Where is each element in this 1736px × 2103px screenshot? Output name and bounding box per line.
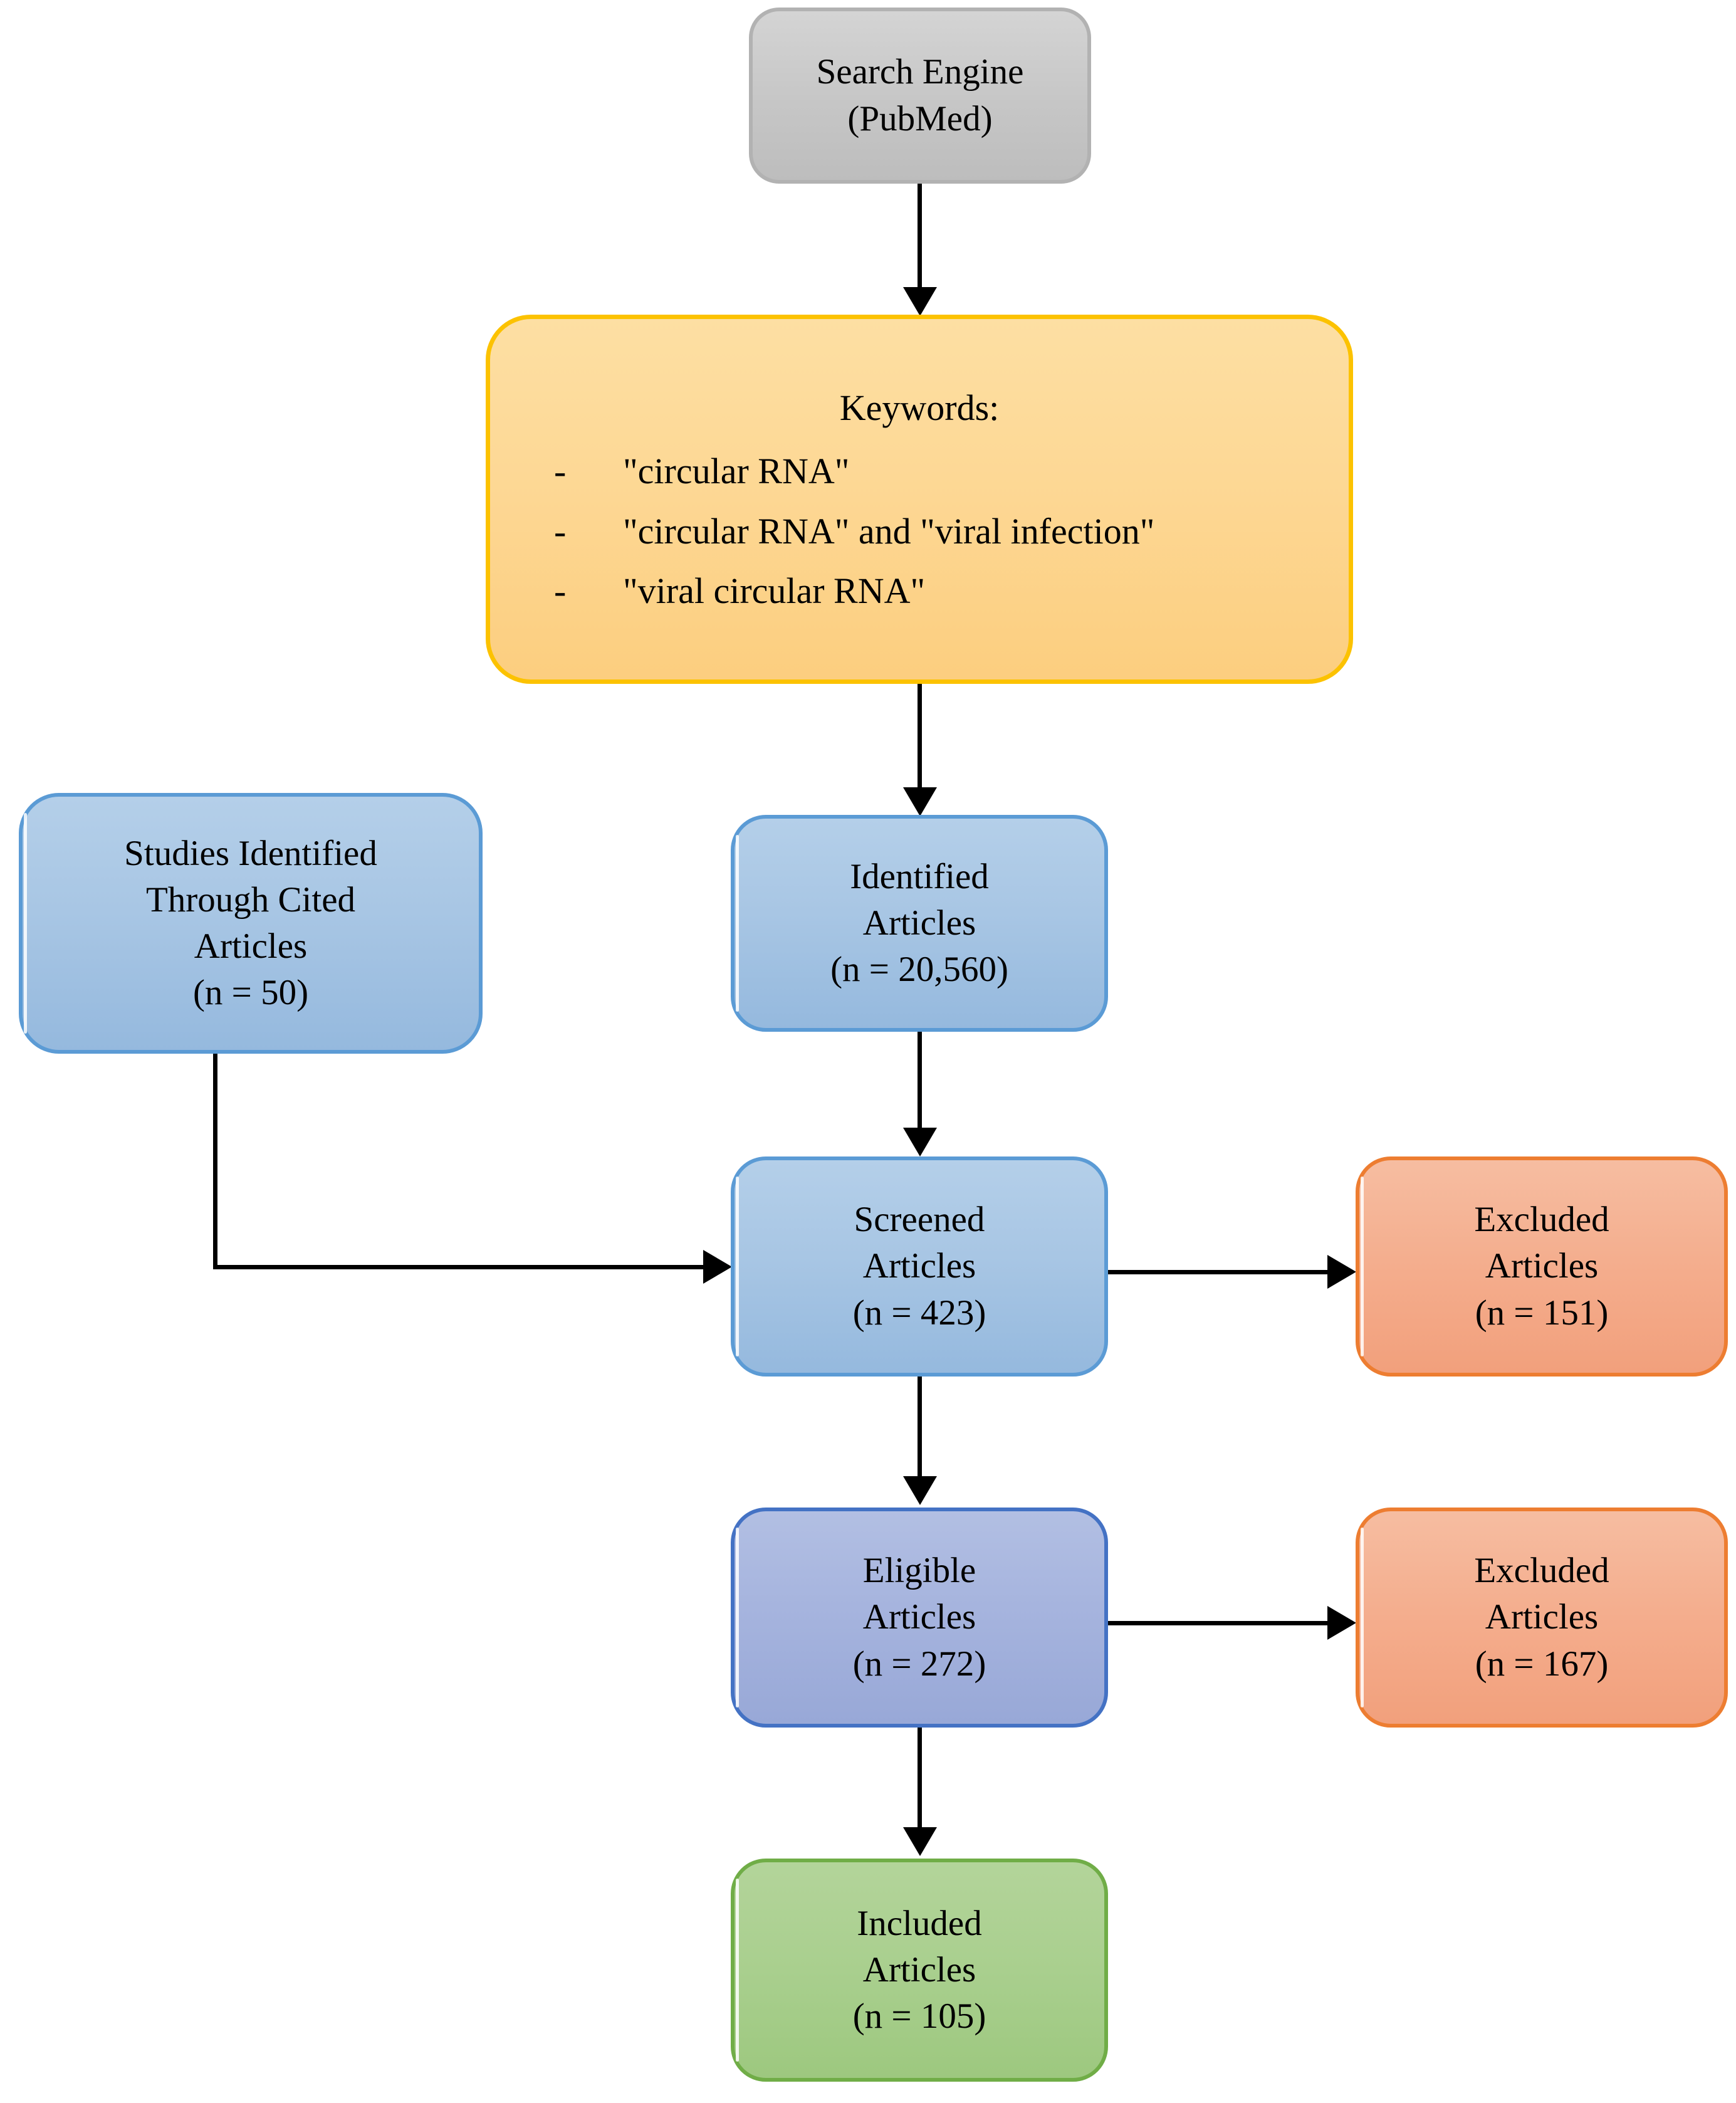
node-search-engine-line-1: Search Engine xyxy=(816,52,1024,92)
edge-line xyxy=(918,1376,922,1479)
edge-line xyxy=(918,683,922,790)
node-cited-studies-line-3: Articles xyxy=(194,926,308,966)
keywords-list-item: - "viral circular RNA" xyxy=(554,567,1324,614)
keywords-item-text: "circular RNA" xyxy=(623,451,850,492)
arrow-head-icon xyxy=(903,287,937,316)
arrow-head-icon xyxy=(903,1476,937,1505)
keywords-list-item: - "circular RNA" and "viral infection" xyxy=(554,508,1324,555)
keywords-item-text: "viral circular RNA" xyxy=(623,570,926,611)
edge-line xyxy=(918,1031,922,1130)
node-cited-studies-line-2: Through Cited xyxy=(145,879,356,920)
arrow-head-icon xyxy=(903,787,937,816)
node-included-articles[interactable]: Included Articles (n = 105) xyxy=(731,1859,1108,2082)
edge-line-horizontal xyxy=(213,1265,708,1269)
node-keywords[interactable]: Keywords: - "circular RNA" - "circular R… xyxy=(486,315,1353,684)
node-included-articles-line-1: Included xyxy=(857,1903,982,1943)
node-search-engine[interactable]: Search Engine (PubMed) xyxy=(749,8,1091,184)
keywords-list: - "circular RNA" - "circular RNA" and "v… xyxy=(515,435,1324,614)
edge-line xyxy=(918,1727,922,1830)
node-excluded-eligible-line-3: (n = 167) xyxy=(1475,1644,1609,1684)
node-eligible-articles-line-1: Eligible xyxy=(862,1551,976,1591)
node-excluded-screened-line-1: Excluded xyxy=(1474,1200,1609,1240)
node-screened-articles[interactable]: Screened Articles (n = 423) xyxy=(731,1156,1108,1377)
node-included-articles-line-2: Articles xyxy=(862,1949,976,1990)
node-search-engine-line-2: (PubMed) xyxy=(847,98,993,139)
node-excluded-screened-line-2: Articles xyxy=(1485,1246,1599,1286)
keywords-list-item: - "circular RNA" xyxy=(554,448,1324,495)
node-excluded-screened-line-3: (n = 151) xyxy=(1475,1293,1609,1333)
node-screened-articles-line-2: Articles xyxy=(862,1246,976,1286)
node-eligible-articles-line-2: Articles xyxy=(862,1597,976,1637)
arrow-head-icon xyxy=(1327,1255,1356,1289)
node-excluded-eligible-line-1: Excluded xyxy=(1474,1551,1609,1591)
node-identified-articles[interactable]: Identified Articles (n = 20,560) xyxy=(731,815,1108,1032)
node-excluded-articles-eligible[interactable]: Excluded Articles (n = 167) xyxy=(1356,1508,1728,1728)
node-excluded-eligible-line-2: Articles xyxy=(1485,1597,1599,1637)
edge-line-vertical xyxy=(213,1053,217,1269)
edge-line xyxy=(1107,1270,1331,1274)
node-excluded-articles-screened[interactable]: Excluded Articles (n = 151) xyxy=(1356,1156,1728,1377)
keywords-title: Keywords: xyxy=(839,387,1000,428)
arrow-head-icon xyxy=(903,1128,937,1156)
node-cited-studies[interactable]: Studies Identified Through Cited Article… xyxy=(19,793,483,1054)
node-identified-articles-line-2: Articles xyxy=(862,903,976,943)
arrow-head-icon xyxy=(903,1827,937,1856)
node-cited-studies-line-1: Studies Identified xyxy=(124,833,377,873)
bullet-dash-icon: - xyxy=(554,451,567,492)
node-cited-studies-line-4: (n = 50) xyxy=(192,973,309,1013)
node-identified-articles-line-1: Identified xyxy=(850,856,989,896)
edge-line xyxy=(918,183,922,290)
node-identified-articles-line-3: (n = 20,560) xyxy=(830,950,1008,990)
node-screened-articles-line-3: (n = 423) xyxy=(852,1293,986,1333)
arrow-head-icon xyxy=(703,1250,732,1284)
arrow-head-icon xyxy=(1327,1606,1356,1640)
edge-line xyxy=(1107,1621,1331,1625)
node-eligible-articles[interactable]: Eligible Articles (n = 272) xyxy=(731,1508,1108,1728)
node-screened-articles-line-1: Screened xyxy=(854,1200,985,1240)
bullet-dash-icon: - xyxy=(554,570,567,611)
bullet-dash-icon: - xyxy=(554,510,567,552)
keywords-item-text: "circular RNA" and "viral infection" xyxy=(623,510,1155,552)
node-included-articles-line-3: (n = 105) xyxy=(852,1996,986,2037)
node-eligible-articles-line-3: (n = 272) xyxy=(852,1644,986,1684)
